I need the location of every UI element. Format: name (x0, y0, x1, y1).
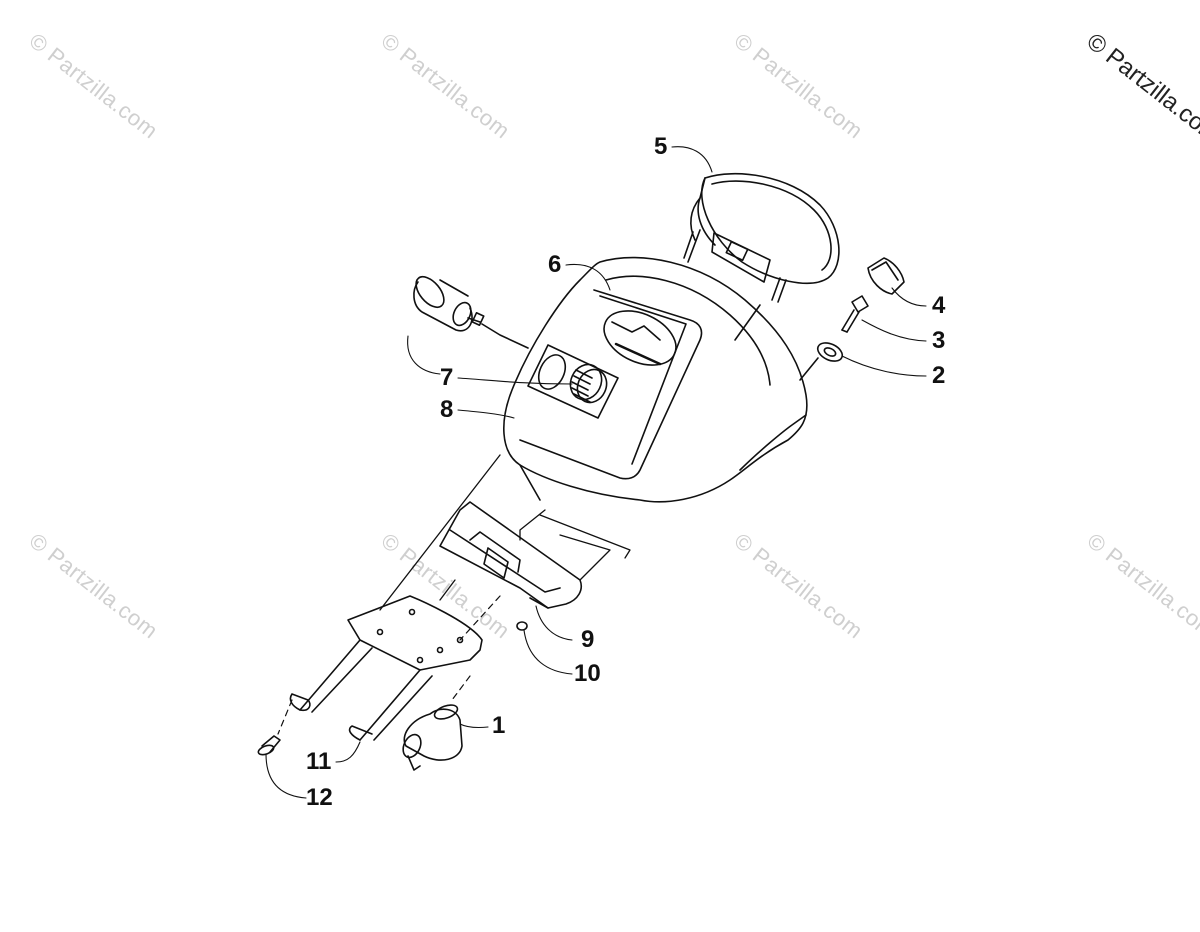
part-12-rivet (257, 735, 281, 756)
callout-2: 2 (932, 362, 946, 389)
callout-5: 5 (654, 133, 668, 160)
part-9-cover (439, 501, 582, 609)
callout-7: 7 (440, 364, 454, 391)
part-11-bracket (289, 595, 483, 741)
part-2-bezel (816, 342, 844, 362)
part-4-key-fob (867, 257, 905, 295)
part-5-gauge (683, 172, 840, 303)
part-3-key (841, 295, 869, 333)
part-8-housing (503, 256, 808, 503)
accessory-socket (413, 275, 485, 332)
callout-12: 12 (306, 784, 333, 811)
callout-1: 1 (492, 712, 506, 739)
part-7-switch (527, 344, 619, 419)
callout-10: 10 (574, 660, 601, 687)
part-10-grommet (516, 621, 528, 631)
logo-plaque (603, 310, 677, 366)
callout-11: 11 (306, 748, 332, 775)
callout-9: 9 (581, 626, 595, 653)
callout-6: 6 (548, 251, 562, 278)
callout-3: 3 (932, 327, 946, 354)
part-1-ignition-switch (402, 704, 463, 771)
callout-4: 4 (932, 292, 946, 319)
callout-8: 8 (440, 396, 454, 423)
